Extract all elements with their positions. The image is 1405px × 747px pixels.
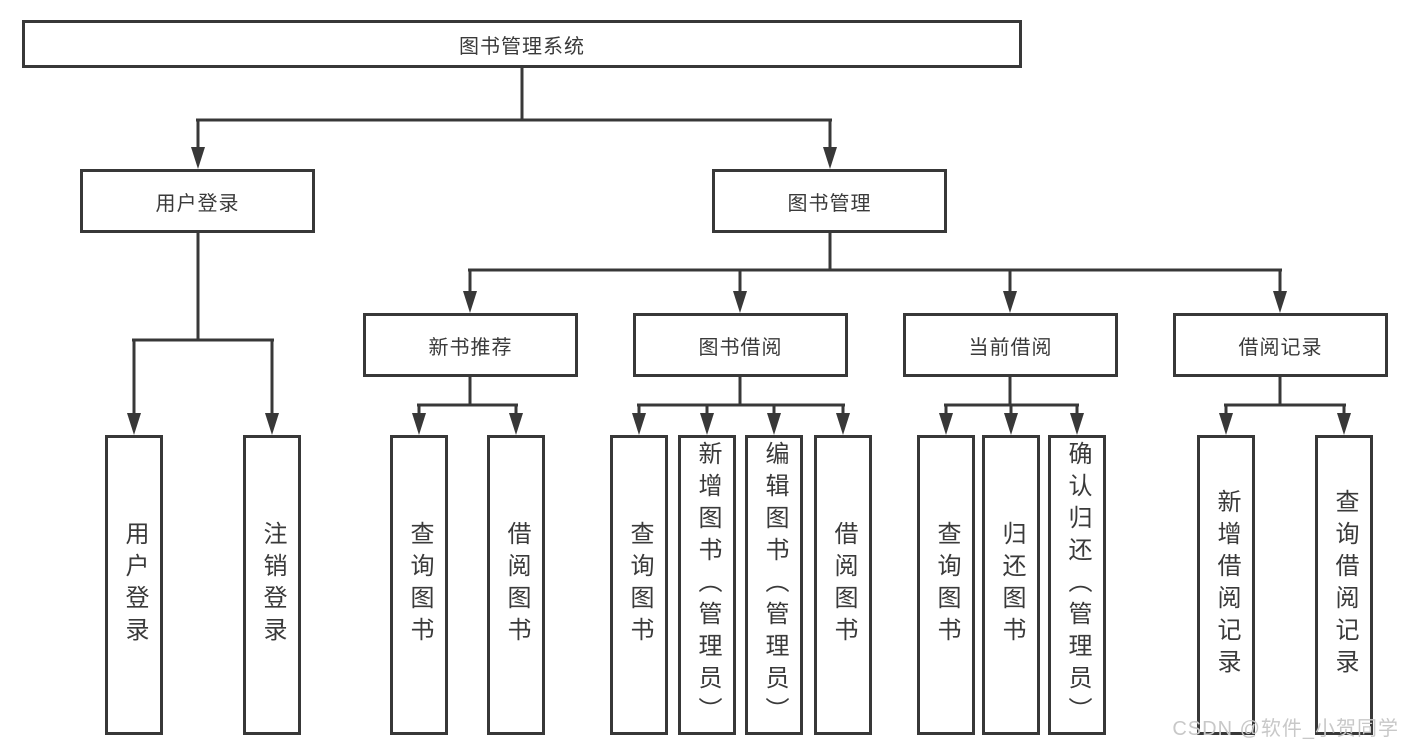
- leaf-query-books-borrow: 查询图书: [610, 435, 668, 735]
- edges-borrow-records-split: [1219, 377, 1351, 435]
- leaf-return-books: 归还图书: [982, 435, 1040, 735]
- node-current-borrow: 当前借阅: [903, 313, 1118, 377]
- leaf-user-login: 用户登录: [105, 435, 163, 735]
- leaf-borrow-books-label: 借阅图书: [830, 521, 857, 649]
- leaf-query-books-borrow-label: 查询图书: [626, 521, 653, 649]
- leaf-logout: 注销登录: [243, 435, 301, 735]
- leaf-query-books-current: 查询图书: [917, 435, 975, 735]
- node-current-borrow-label: 当前借阅: [968, 336, 1053, 359]
- edges-book-borrow-split: [632, 377, 850, 435]
- leaf-edit-book-admin-label: 编辑图书（管理员）: [761, 441, 788, 729]
- leaf-add-book-admin: 新增图书（管理员）: [678, 435, 736, 735]
- node-user-login: 用户登录: [80, 169, 315, 233]
- leaf-confirm-return-admin: 确认归还（管理员）: [1048, 435, 1106, 735]
- node-borrow-records-label: 借阅记录: [1238, 336, 1323, 359]
- node-new-book-recommend: 新书推荐: [363, 313, 578, 377]
- leaf-borrow-books-recommend-label: 借阅图书: [503, 521, 530, 649]
- leaf-logout-label: 注销登录: [259, 521, 286, 649]
- node-book-management: 图书管理: [712, 169, 947, 233]
- leaf-add-borrow-record-label: 新增借阅记录: [1213, 489, 1240, 681]
- edges-root-split: [191, 68, 837, 169]
- node-root-label: 图书管理系统: [459, 35, 585, 58]
- leaf-return-books-label: 归还图书: [998, 521, 1025, 649]
- node-book-borrow-label: 图书借阅: [698, 336, 783, 359]
- edges-current-borrow-split: [939, 377, 1084, 435]
- leaf-query-books-current-label: 查询图书: [933, 521, 960, 649]
- edges-book-management-split: [463, 233, 1287, 313]
- csdn-watermark: CSDN @软件_小贺同学: [1172, 718, 1399, 740]
- node-book-management-label: 图书管理: [787, 192, 872, 215]
- leaf-query-books-recommend: 查询图书: [390, 435, 448, 735]
- node-borrow-records: 借阅记录: [1173, 313, 1388, 377]
- node-user-login-label: 用户登录: [155, 192, 240, 215]
- edges-new-book-recommend-split: [412, 377, 523, 435]
- leaf-query-borrow-record-label: 查询借阅记录: [1331, 489, 1358, 681]
- node-new-book-recommend-label: 新书推荐: [428, 336, 513, 359]
- edges-user-login-split: [127, 233, 279, 435]
- leaf-query-borrow-record: 查询借阅记录: [1315, 435, 1373, 735]
- leaf-user-login-label: 用户登录: [121, 521, 148, 649]
- leaf-query-books-recommend-label: 查询图书: [406, 521, 433, 649]
- node-book-borrow: 图书借阅: [633, 313, 848, 377]
- leaf-add-book-admin-label: 新增图书（管理员）: [694, 441, 721, 729]
- leaf-add-borrow-record: 新增借阅记录: [1197, 435, 1255, 735]
- node-root: 图书管理系统: [22, 20, 1022, 68]
- leaf-confirm-return-admin-label: 确认归还（管理员）: [1064, 441, 1091, 729]
- leaf-borrow-books: 借阅图书: [814, 435, 872, 735]
- leaf-borrow-books-recommend: 借阅图书: [487, 435, 545, 735]
- leaf-edit-book-admin: 编辑图书（管理员）: [745, 435, 803, 735]
